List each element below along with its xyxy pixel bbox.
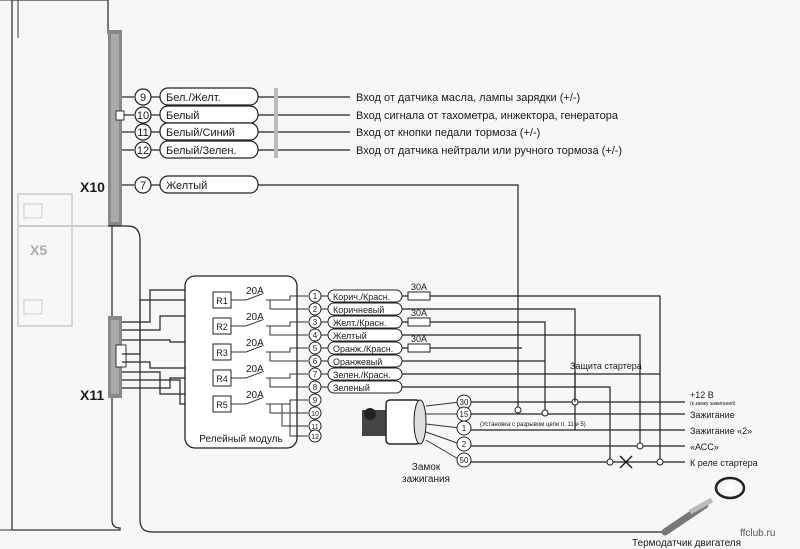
watermark: ffclub.ru <box>740 528 775 539</box>
x10-wire-group: 9 10 11 12 7 Бел./Желт. Белый Белый/Сини… <box>115 87 519 410</box>
relay-rating-1: 20A <box>246 286 264 297</box>
starter-protection-label: Защита стартера <box>570 361 642 371</box>
output-acc: «АСС» <box>690 442 719 452</box>
output-12v-note: (к замку зажигания) <box>690 401 736 407</box>
x10-descriptions: Вход от датчика масла, лампы зарядки (+/… <box>356 92 622 157</box>
x11-pin-5: 5 <box>313 344 318 353</box>
x10-wire-color-12: Белый/Зелен. <box>166 145 237 157</box>
ignition-label-line2: зажигания <box>402 474 450 485</box>
x5-label: X5 <box>30 242 47 258</box>
x10-wire-color-7: Желтый <box>166 180 207 192</box>
x11-wire-color-8: Зеленый <box>333 383 370 393</box>
x11-pin-11: 11 <box>311 424 318 431</box>
x11-pin-6: 6 <box>313 357 318 366</box>
x5-connector <box>17 193 108 327</box>
relay-r2-label: R2 <box>216 322 228 332</box>
output-ignition-2: Зажигание «2» <box>690 426 752 436</box>
x11-wire-color-2: Коричневый <box>333 305 384 315</box>
x10-desc-10: Вход сигнала от тахометра, инжектора, ге… <box>356 110 619 122</box>
alarm-unit-housing <box>11 0 121 531</box>
fuse-1-rating: 30A <box>411 282 427 292</box>
ignition-switch <box>362 399 461 461</box>
x11-wire-color-4: Желтый <box>333 331 367 341</box>
relay-rating-4: 20A <box>246 364 264 375</box>
x11-pin-9: 9 <box>313 396 318 405</box>
relay-rating-3: 20A <box>246 338 264 349</box>
x10-desc-12: Вход от датчика нейтрали или ручного тор… <box>356 145 622 157</box>
x11-pin-8: 8 <box>313 383 318 392</box>
x10-desc-9: Вход от датчика масла, лампы зарядки (+/… <box>356 92 580 104</box>
x11-pin-3: 3 <box>313 318 318 327</box>
x10-pin-10: 10 <box>137 110 149 122</box>
x11-pin-1: 1 <box>313 292 318 301</box>
output-starter-relay: К реле стартера <box>690 458 758 468</box>
terminal-1: 1 <box>462 424 467 433</box>
fuse-2-rating: 30A <box>411 308 427 318</box>
fuse-3-rating: 30A <box>411 334 427 344</box>
x10-desc-11: Вход от кнопки педали тормоза (+/-) <box>356 127 540 139</box>
terminal-30: 30 <box>460 398 469 407</box>
x11-wire-runs <box>402 295 661 462</box>
x10-wire-color-9: Бел./Желт. <box>166 92 221 104</box>
relay-rating-2: 20A <box>246 312 264 323</box>
x11-pin-7: 7 <box>313 370 318 379</box>
x11-wire-color-1: Корич./Красн. <box>333 292 390 302</box>
temperature-sensor-label: Термодатчик двигателя <box>632 538 741 549</box>
ignition-terminals: 30 15 1 2 50 <box>456 394 472 468</box>
output-ignition: Зажигание <box>690 410 735 420</box>
terminal-50: 50 <box>460 456 469 465</box>
x11-pin-10: 10 <box>311 411 319 418</box>
x10-wire-color-11: Белый/Синий <box>166 127 235 139</box>
x10-pin-12: 12 <box>137 145 149 157</box>
output-12v: +12 В <box>690 390 714 400</box>
x11-label: X11 <box>80 387 104 403</box>
x10-label: X10 <box>80 179 105 195</box>
fuses: 30A 30A 30A <box>407 282 431 353</box>
x11-pin-4: 4 <box>313 331 318 340</box>
x10-pin-11: 11 <box>137 127 148 139</box>
x10-pin-9: 9 <box>140 92 146 104</box>
relay-r5-label: R5 <box>216 400 228 410</box>
ignition-outputs: +12 В (к замку зажигания) Зажигание Зажи… <box>690 390 758 468</box>
relay-r1-label: R1 <box>216 296 228 306</box>
x11-wire-color-3: Желт./Красн. <box>333 318 387 328</box>
temperature-sensor <box>108 225 746 536</box>
x10-wire-color-10: Белый <box>166 110 199 122</box>
x11-wire-color-6: Оранжевый <box>333 357 382 367</box>
ignition-output-lines <box>471 372 685 469</box>
relay-module-label: Релейный модуль <box>199 434 282 445</box>
ignition-label-line1: Замок <box>412 462 441 473</box>
relay-r3-label: R3 <box>216 348 228 358</box>
x11-pin-12: 12 <box>311 434 319 441</box>
x10-pin-7: 7 <box>140 180 146 192</box>
x11-wire-color-5: Оранж./Красн. <box>333 344 393 354</box>
x11-pin-2: 2 <box>313 305 318 314</box>
terminal-15: 15 <box>460 410 469 419</box>
ignition-install-note: (Установка с разрывом цепи п. 11 и 5) <box>480 422 586 428</box>
relay-rating-5: 20A <box>246 390 264 401</box>
relay-module: R1 R2 R3 R4 R5 20A 20A 20A 20A 20A Релей… <box>184 275 308 449</box>
terminal-2: 2 <box>462 440 467 449</box>
x11-wire-color-7: Зелен./Красн. <box>333 370 391 380</box>
relay-r4-label: R4 <box>216 374 228 384</box>
